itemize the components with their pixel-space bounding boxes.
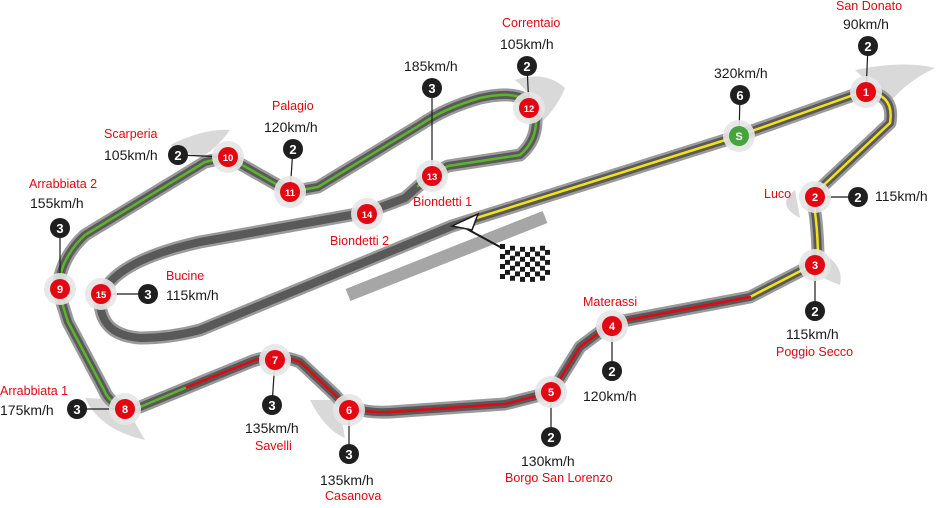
pit-lane <box>345 210 548 302</box>
gear-markers: 2 2 2 2 2 3 3 3 3 2 2 2 3 3 6 <box>50 36 878 464</box>
corner-marker-15: 15 <box>85 278 117 310</box>
gear-value-6: 3 <box>345 447 352 462</box>
corner-marker-13: 13 <box>416 160 448 192</box>
speed-trap-gear: 6 <box>736 88 743 103</box>
flag-pole <box>466 228 503 249</box>
gear-value-5: 2 <box>547 430 554 445</box>
gear-badge-10: 2 <box>168 145 188 165</box>
gear-badge-1: 2 <box>858 36 878 56</box>
corner-number-9: 9 <box>57 284 63 296</box>
gear-value-12: 2 <box>523 59 530 74</box>
gear-badge-8: 3 <box>67 399 87 419</box>
corner-speed-4: 120km/h <box>583 388 637 404</box>
corner-marker-4: 4 <box>596 310 628 342</box>
corner-name-5: Borgo San Lorenzo <box>505 471 613 485</box>
corner-name-8: Arrabbiata 1 <box>0 384 69 398</box>
corner-speed-6: 135km/h <box>320 472 374 488</box>
gear-value-15: 3 <box>144 287 151 302</box>
gear-badge-4: 2 <box>602 361 622 381</box>
gear-value-2: 2 <box>854 190 861 205</box>
corner-number-3: 3 <box>812 260 818 272</box>
gear-badge-6: 3 <box>339 444 359 464</box>
corner-speed-12: 105km/h <box>500 36 554 52</box>
corner-marker-2: 2 <box>799 181 831 213</box>
start-arrow-icon <box>449 212 480 231</box>
gear-value-9: 3 <box>56 221 63 236</box>
gear-value-1: 2 <box>864 39 871 54</box>
corner-marker-12: 12 <box>513 92 545 124</box>
gear-value-4: 2 <box>608 364 615 379</box>
corner-number-13: 13 <box>427 172 438 183</box>
gear-value-8: 3 <box>73 402 80 417</box>
corner-marker-11: 11 <box>274 176 306 208</box>
gear-badge-13: 3 <box>422 78 442 98</box>
gear-value-13: 3 <box>428 81 435 96</box>
speed-trap-gear-badge: 6 <box>730 85 750 105</box>
corner-marker-8: 8 <box>109 393 141 425</box>
corner-speed-9: 155km/h <box>30 195 84 211</box>
corner-speed-5: 130km/h <box>521 453 575 469</box>
corner-number-5: 5 <box>548 387 554 399</box>
corner-name-9: Arrabbiata 2 <box>29 177 98 191</box>
corner-speed-10: 105km/h <box>104 147 158 163</box>
corner-speed-15: 115km/h <box>166 287 219 303</box>
corner-number-4: 4 <box>609 321 616 333</box>
corner-speed-11: 120km/h <box>264 119 318 135</box>
gear-badge-2: 2 <box>848 187 868 207</box>
speed-trap-speed: 320km/h <box>714 65 768 81</box>
corner-name-6: Casanova <box>325 489 382 503</box>
corner-number-2: 2 <box>812 192 818 204</box>
gear-value-7: 3 <box>268 398 275 413</box>
gear-badge-11: 2 <box>283 139 303 159</box>
corner-marker-9: 9 <box>44 273 76 305</box>
corner-name-11: Palagio <box>272 99 314 113</box>
corner-speed-1: 90km/h <box>843 16 889 32</box>
speed-trap-label: S <box>735 131 742 143</box>
gear-badge-12: 2 <box>517 56 537 76</box>
speed-trap-marker: S <box>723 120 755 152</box>
corner-speed-3: 115km/h <box>786 326 839 342</box>
corner-marker-10: 10 <box>212 141 244 173</box>
corner-name-4: Materassi <box>583 295 638 309</box>
corner-number-6: 6 <box>346 405 352 417</box>
corner-marker-14: 14 <box>351 198 383 230</box>
corner-number-12: 12 <box>524 104 535 115</box>
corner-number-10: 10 <box>223 153 234 164</box>
corner-speed-2: 115km/h <box>875 188 928 204</box>
corner-name-3: Poggio Secco <box>776 345 854 359</box>
corner-number-7: 7 <box>272 355 278 367</box>
corner-name-15: Bucine <box>166 269 205 283</box>
corner-number-8: 8 <box>122 404 128 416</box>
corner-number-1: 1 <box>863 87 869 99</box>
corner-speed-7: 135km/h <box>245 420 299 436</box>
corner-number-15: 15 <box>96 290 107 301</box>
gear-badge-5: 2 <box>541 427 561 447</box>
corner-speed-13: 185km/h <box>404 58 458 74</box>
corner-number-14: 14 <box>362 210 373 221</box>
corner-name-13: Biondetti 1 <box>413 195 473 209</box>
gear-badge-7: 3 <box>262 395 282 415</box>
corner-name-1: San Donato <box>836 0 903 13</box>
gear-badge-3: 2 <box>805 301 825 321</box>
corner-marker-6: 6 <box>333 394 365 426</box>
gear-badge-15: 3 <box>138 284 158 304</box>
gear-value-3: 2 <box>811 304 818 319</box>
corner-marker-3: 3 <box>799 249 831 281</box>
corner-name-12: Correntaio <box>502 16 561 30</box>
corner-name-7: Savelli <box>255 439 292 453</box>
corner-marker-1: 1 <box>850 76 882 108</box>
corner-name-14: Biondetti 2 <box>330 234 390 248</box>
corner-speed-8: 175km/h <box>0 402 54 418</box>
corner-name-2: Luco <box>764 187 792 201</box>
corner-number-11: 11 <box>285 188 296 199</box>
checkered-flag-icon <box>500 244 550 282</box>
gear-value-10: 2 <box>174 148 181 163</box>
corner-name-10: Scarperia <box>104 127 158 141</box>
corner-marker-5: 5 <box>535 376 567 408</box>
gear-value-11: 2 <box>289 142 296 157</box>
gear-badge-9: 3 <box>50 218 70 238</box>
corner-marker-7: 7 <box>259 344 291 376</box>
